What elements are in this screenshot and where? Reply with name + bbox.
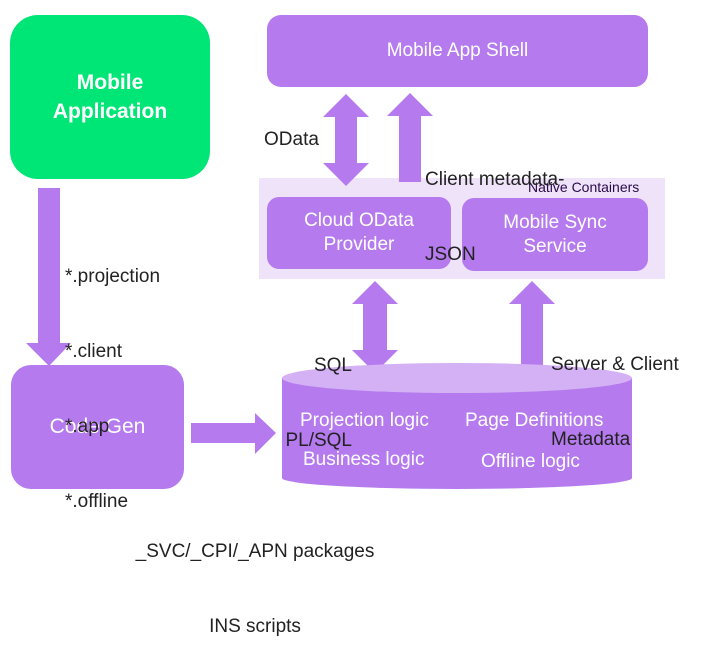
client-metadata-line-2: JSON [425,244,476,265]
client-metadata-label: Client metadata- JSON [425,117,564,292]
odata-double-arrow [323,94,369,186]
files-down-arrow [26,188,71,366]
files-line-3: *.app [65,416,110,437]
files-line-2: *.client [65,341,123,362]
mobile-application-node: Mobile Application [10,15,210,179]
mobile-sync-line-2: Service [523,235,587,257]
mobile-sync-line-1: Mobile Sync [503,211,607,233]
client-metadata-up-arrow [387,93,433,182]
files-label: *.projection *.client *.app *.offline [65,214,160,539]
sql-label: SQL PL/SQL [278,303,352,478]
client-metadata-line-1: Client metadata- [425,169,565,190]
cloud-odata-line-1: Cloud OData [304,210,414,231]
code-gen-label: Code Gen [49,415,146,438]
server-metadata-line-1: Server & Client [551,354,679,375]
odata-label: OData [264,129,319,150]
mobile-app-shell-label: Mobile App Shell [386,40,529,61]
diagram-canvas [26,93,665,489]
codegen-right-arrow [191,413,276,454]
server-metadata-line-2: Metadata [551,429,631,450]
sql-line-2: PL/SQL [285,430,352,451]
packages-line-1: _SVC/_CPI/_APN packages [135,541,375,562]
cloud-odata-line-2: Provider [323,234,395,255]
cloud-odata-provider-node: Cloud OData Provider [267,197,451,269]
packages-label: _SVC/_CPI/_APN packages INS scripts [120,489,390,664]
db-item-business-logic: Business logic [303,449,425,470]
mobile-app-shell-node: Mobile App Shell [267,15,648,87]
mobile-application-line-1: Mobile [76,71,144,94]
db-item-projection-logic: Projection logic [300,410,429,431]
sql-line-1: SQL [313,355,352,376]
server-client-metadata-label: Server & Client Metadata [551,302,679,477]
server-metadata-up-arrow [509,281,555,372]
mobile-application-line-2: Application [52,100,168,123]
files-line-1: *.projection [65,266,161,287]
files-line-4: *.offline [65,491,129,512]
native-containers-label: Native Containers [528,179,640,195]
db-item-offline-logic: Offline logic [481,451,580,472]
mobile-sync-service-node: Mobile Sync Service [462,198,648,271]
database-cylinder [282,363,632,489]
code-gen-node: Code Gen [11,365,184,489]
packages-line-2: INS scripts [209,616,301,637]
sql-double-arrow [352,281,398,373]
db-item-page-definitions: Page Definitions [465,410,604,431]
